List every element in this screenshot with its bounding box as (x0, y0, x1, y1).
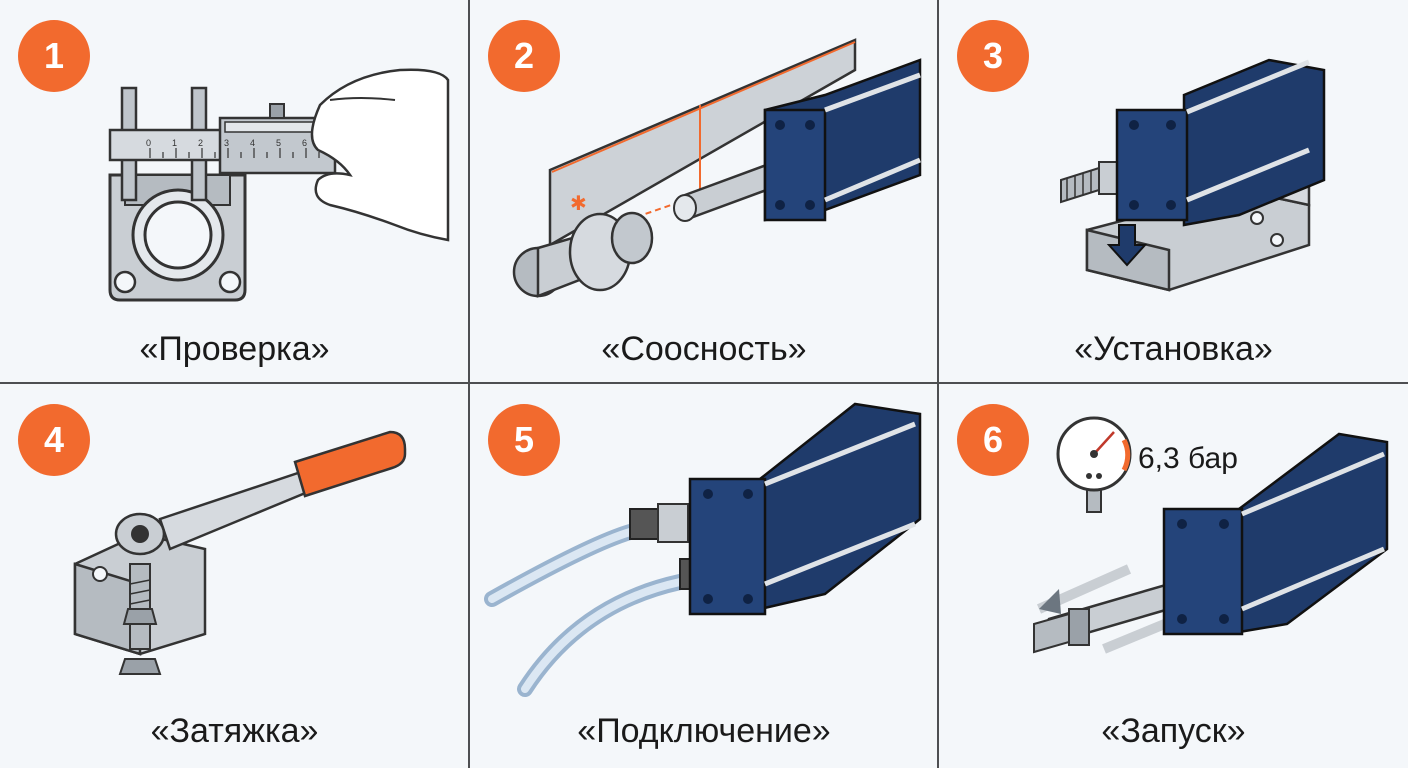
panel-step-4: 4 «Затяжка» (0, 384, 469, 768)
step-3-badge: 3 (957, 20, 1029, 92)
mounting-illustration (1060, 58, 1326, 292)
svg-text:✱: ✱ (570, 191, 587, 215)
scale-label: 2 (198, 138, 203, 148)
step-1-label: «Проверка» (139, 330, 330, 368)
divider-vertical-1 (468, 0, 470, 768)
panel-step-6: 6 6,3 бар (939, 384, 1408, 768)
step-4-label: «Затяжка» (150, 712, 319, 750)
panel-step-1: 1 (0, 0, 469, 382)
pressure-reading: 6,3 бар (1138, 442, 1238, 475)
scale-label: 1 (172, 138, 177, 148)
panel-step-3: 3 «Установка» (939, 0, 1408, 382)
panel-step-5: 5 «Подключение» (470, 384, 938, 768)
divider-vertical-2 (937, 0, 939, 768)
alignment-illustration: ✱ (512, 38, 922, 298)
step-3-label: «Установка» (1074, 330, 1273, 368)
step-1-badge: 1 (18, 20, 90, 92)
scale-label: 4 (250, 138, 255, 148)
pressure-test-illustration (1033, 416, 1389, 654)
panel-step-2: 2 ✱ «Соосность» (470, 0, 938, 382)
step-5-label: «Подключение» (577, 712, 831, 750)
step-6-label: «Запуск» (1101, 712, 1246, 750)
divider-horizontal (0, 382, 1408, 384)
scale-label: 3 (224, 138, 229, 148)
scale-label: 0 (146, 138, 151, 148)
step-2-label: «Соосность» (601, 330, 807, 368)
step-6-badge: 6 (957, 404, 1029, 476)
hose-connection-illustration (484, 402, 922, 697)
step-2-badge: 2 (488, 20, 560, 92)
step-5-badge: 5 (488, 404, 560, 476)
step-4-badge: 4 (18, 404, 90, 476)
scale-label: 5 (276, 138, 281, 148)
scale-label: 6 (302, 138, 307, 148)
torque-wrench-illustration (73, 430, 407, 675)
caliper-illustration: 0 1 2 3 4 5 6 7 8 9 (108, 68, 450, 302)
